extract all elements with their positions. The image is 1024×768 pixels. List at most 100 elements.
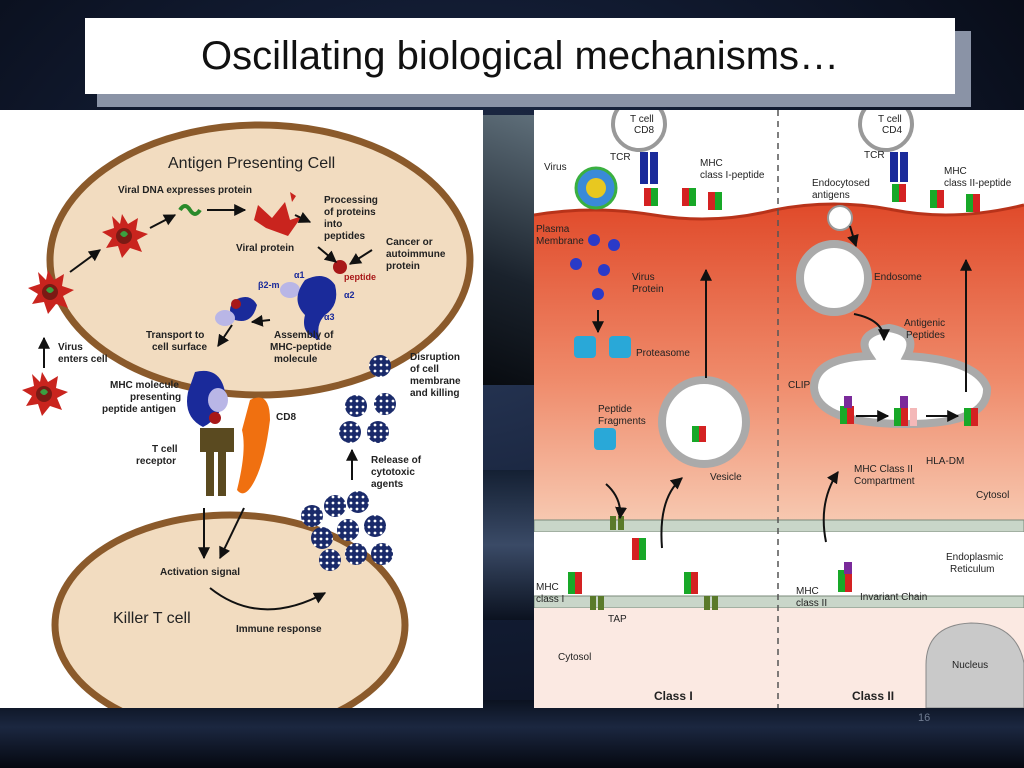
svg-text:Peptides: Peptides: [906, 330, 945, 341]
mhc-pathway-diagram: T cell CD8 T cell CD4 TCR TCR Virus MHC …: [533, 96, 1024, 709]
apc-cell: [46, 121, 474, 399]
svg-text:class I-peptide: class I-peptide: [700, 170, 765, 181]
svg-text:CD4: CD4: [882, 125, 902, 136]
label-virus-enters: Virus: [58, 342, 83, 353]
svg-text:peptide antigen: peptide antigen: [102, 404, 176, 415]
svg-text:α2: α2: [344, 290, 355, 300]
svg-text:Fragments: Fragments: [598, 416, 646, 427]
plasma-membrane: [533, 202, 1024, 221]
label-clip: CLIP: [788, 380, 811, 391]
svg-text:agents: agents: [371, 479, 404, 490]
label-class-ii: Class II: [852, 689, 894, 703]
label-mhc-class-ii: MHC: [796, 586, 819, 597]
slide-title: Oscillating biological mechanisms…: [85, 18, 955, 94]
mhc-class-ii-molecules: [892, 184, 980, 212]
svg-text:cytotoxic: cytotoxic: [371, 467, 415, 478]
svg-text:membrane: membrane: [410, 376, 461, 387]
label-viral-protein: Viral protein: [236, 243, 294, 254]
virus-icon: [102, 214, 148, 258]
label-peptide: peptide: [344, 272, 376, 282]
er-mhc-molecules: [568, 538, 852, 594]
label-virus: Virus: [544, 162, 567, 173]
label-b2m: β2-m: [258, 280, 280, 290]
cytotoxic-granules: [301, 355, 396, 571]
compartment-mhc-molecules: [840, 396, 978, 426]
label-cancer: Cancer or: [386, 237, 433, 248]
antigen-presentation-diagram: Antigen Presenting Cell Killer T cell: [22, 121, 474, 739]
label-mhc-compartment: MHC Class II: [854, 464, 913, 475]
label-immune: Immune response: [236, 624, 322, 635]
er-membrane-top: [533, 519, 1024, 533]
label-cytosol-right: Cytosol: [976, 490, 1009, 501]
label-mhc-ii-peptide: MHC: [944, 166, 967, 177]
endocytic-vesicle: [827, 205, 853, 231]
label-antigenic-peptides: Antigenic: [904, 318, 945, 329]
label-class-i: Class I: [654, 689, 693, 703]
proteasomes: [574, 336, 631, 450]
svg-text:α1: α1: [294, 270, 305, 280]
svg-text:Protein: Protein: [632, 284, 664, 295]
label-disruption: Disruption: [410, 352, 460, 363]
process-arrows: [38, 204, 373, 611]
svg-text:protein: protein: [386, 261, 420, 272]
er-membrane-bottom: [533, 595, 1024, 609]
label-endocytosed: Endocytosed: [812, 178, 870, 189]
label-viral-dna: Viral DNA expresses protein: [118, 185, 252, 196]
virus-icon: [28, 270, 74, 314]
label-tcr: T cell: [152, 444, 178, 455]
svg-text:molecule: molecule: [274, 354, 318, 365]
label-processing: Processing: [324, 195, 378, 206]
svg-text:Reticulum: Reticulum: [950, 564, 994, 575]
svg-text:presenting: presenting: [130, 392, 181, 403]
svg-text:autoimmune: autoimmune: [386, 249, 446, 260]
svg-text:class I: class I: [536, 594, 564, 605]
tap-transporter: [590, 516, 718, 610]
label-tap: TAP: [608, 614, 627, 625]
background-prism: [483, 115, 538, 385]
mhc-assembly: [297, 276, 337, 340]
label-vesicle: Vesicle: [710, 472, 742, 483]
apc-title: Antigen Presenting Cell: [168, 155, 335, 172]
b2m: [280, 282, 300, 298]
cytoplasm-region: [534, 204, 1024, 520]
t-cell-cd4: [858, 96, 914, 182]
killer-title: Killer T cell: [113, 610, 191, 627]
background-glow: [483, 470, 538, 620]
label-mhc-class-i: MHC: [536, 582, 559, 593]
page-number: 16: [918, 712, 931, 724]
svg-text:Membrane: Membrane: [536, 236, 584, 247]
svg-text:of proteins: of proteins: [324, 207, 376, 218]
label-plasma-membrane: Plasma: [536, 224, 570, 235]
svg-text:α3: α3: [324, 312, 335, 322]
svg-text:MHC-peptide: MHC-peptide: [270, 342, 332, 353]
nucleus: [925, 622, 1024, 709]
t-cell-receptor: [200, 428, 234, 496]
label-invariant-chain: Invariant Chain: [860, 592, 927, 603]
virus-proteins: [570, 234, 620, 300]
label-tcr-left: TCR: [610, 152, 631, 163]
label-mhc-molecule: MHC molecule: [110, 380, 179, 391]
pathway-arrows: [592, 225, 972, 549]
svg-text:antigens: antigens: [812, 190, 850, 201]
left-diagram-panel: Antigen Presenting Cell Killer T cell: [0, 110, 483, 739]
er-lumen: [534, 532, 1024, 596]
label-assembly: Assembly of: [274, 330, 334, 341]
label-er: Endoplasmic: [946, 552, 1003, 563]
viral-dna: [178, 204, 202, 216]
svg-text:cell surface: cell surface: [152, 342, 207, 353]
right-diagram-panel: T cell CD8 T cell CD4 TCR TCR Virus MHC …: [533, 96, 1024, 709]
svg-text:Compartment: Compartment: [854, 476, 915, 487]
peptide: [333, 260, 347, 274]
cd8-coreceptor: [237, 397, 270, 494]
label-mhc-i-peptide: MHC: [700, 158, 723, 169]
label-transport: Transport to: [146, 330, 204, 341]
label-tcell-cd4: T cell: [878, 114, 902, 125]
label-proteasome: Proteasome: [636, 348, 690, 359]
protein-fragment: [290, 192, 296, 202]
mhc-class-i-molecules: [644, 188, 722, 210]
label-cd8: CD8: [276, 412, 296, 423]
label-endosome: Endosome: [874, 272, 922, 283]
svg-text:receptor: receptor: [136, 456, 176, 467]
label-release: Release of: [371, 455, 422, 466]
